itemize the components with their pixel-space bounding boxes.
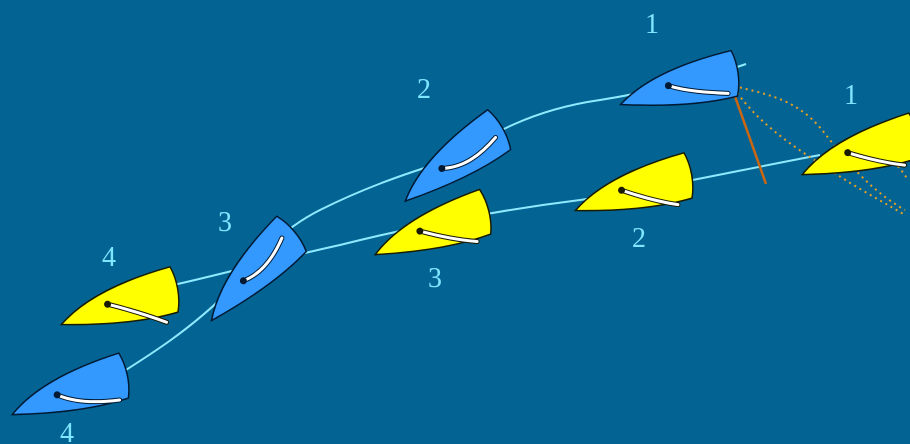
blue-boat-2-label: 2 bbox=[417, 74, 431, 105]
yellow-boat-2-label: 2 bbox=[632, 223, 646, 254]
yellow-boat-2 bbox=[568, 151, 697, 221]
yellow-boat-3-label: 3 bbox=[428, 263, 442, 294]
blue-boat-3-label: 3 bbox=[218, 207, 232, 238]
blue-boat-track bbox=[109, 63, 747, 381]
blue-boat-3 bbox=[186, 213, 311, 329]
blue-boat-4 bbox=[3, 351, 134, 425]
yellow-boat-1-label: 1 bbox=[844, 80, 858, 111]
blue-boat-1 bbox=[614, 49, 743, 115]
overlap-line bbox=[730, 87, 768, 185]
blue-boat-4-label: 4 bbox=[60, 418, 74, 444]
yellow-boat-1 bbox=[793, 111, 910, 185]
yellow-boat-3 bbox=[365, 187, 496, 265]
yellow-boat-4-label: 4 bbox=[102, 242, 116, 273]
blue-boat-2 bbox=[385, 107, 516, 211]
blue-boat-1-label: 1 bbox=[645, 9, 659, 40]
yellow-boat-4 bbox=[54, 265, 183, 335]
